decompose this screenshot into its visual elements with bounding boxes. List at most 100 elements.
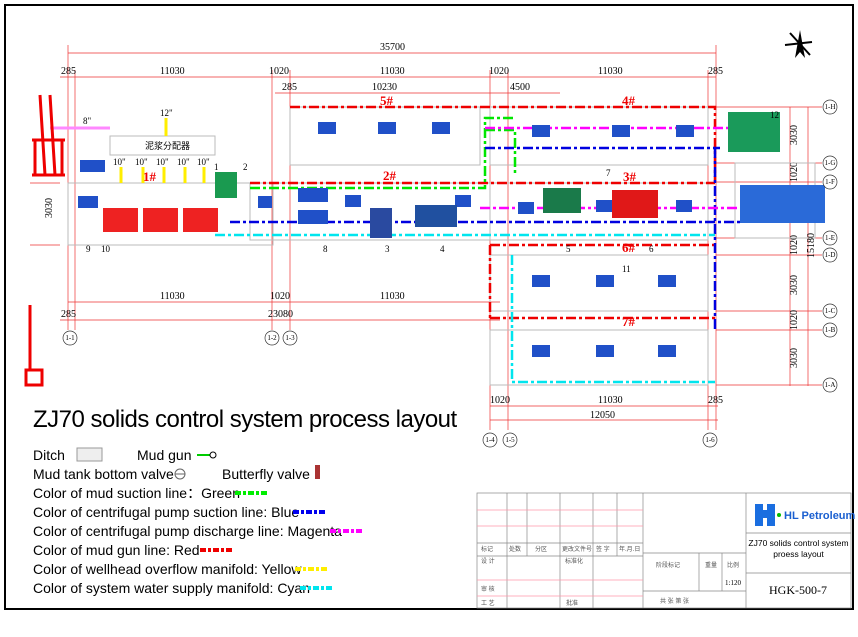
drawing-frame [4,4,854,610]
butterfly-valve-icon [315,465,320,479]
dim-right: 3030 1020 1020 3030 1020 3030 15180 [789,125,817,368]
tank-label-7: 7# [622,314,636,329]
centrifuge-icon [612,190,658,218]
svg-text:10": 10" [197,157,210,167]
svg-text:4: 4 [440,244,445,254]
svg-text:年.月.日: 年.月.日 [619,545,640,553]
axis-marker-labels: 1-1 1-2 1-3 1-4 1-5 1-6 1-H 1-G 1-F 1-E … [65,103,835,444]
dim-bottom: 11030 [380,291,405,302]
bottom-valve-icon [174,468,186,480]
drawing-title: ZJ70 solids control system process layou… [33,406,458,433]
axis-markers [62,99,838,448]
drawing-subtitle: ZJ70 solids control system proess layout [748,538,849,559]
dim-bottom: 23080 [268,309,293,320]
svg-text:1-D: 1-D [825,251,836,259]
svg-text:1020: 1020 [789,235,800,255]
svg-text:更改文件号: 更改文件号 [562,545,592,553]
wellhead-overflow-lines [119,118,206,183]
svg-text:Color of wellhead overflow man: Color of wellhead overflow manifold: Yel… [33,561,302,577]
svg-text:重量: 重量 [705,561,717,569]
dim-top: 1020 [489,66,509,77]
svg-text:1020: 1020 [789,162,800,182]
svg-text:1: 1 [214,162,219,172]
equipment-numbers: 1 2 3 4 5 6 7 8 9 10 11 12 [86,110,779,274]
svg-text:1-4: 1-4 [485,436,495,444]
svg-text:Butterfly valve: Butterfly valve [222,466,310,482]
distributor-label: 泥浆分配器 [145,140,190,151]
dim-bottom-right: 1020 [490,395,510,406]
svg-text:1-2: 1-2 [267,334,277,342]
title-block-headers: 标记 处数 分区 更改文件号 签 字 年.月.日 设 计 标准化 阶段标记 重量… [481,545,739,607]
dim-top: 11030 [160,66,185,77]
title-block [476,492,852,609]
centrifuge-icon [543,188,581,213]
svg-text:标记: 标记 [481,545,493,553]
svg-text:9: 9 [86,244,91,254]
svg-text:1-C: 1-C [825,307,836,315]
svg-text:1-F: 1-F [825,178,835,186]
dim-bottom: 1020 [270,291,290,302]
company-name: HL Petroleum [784,510,856,522]
dim-top: 285 [708,66,723,77]
svg-text:10": 10" [177,157,190,167]
svg-text:3030: 3030 [789,275,800,295]
svg-text:签 字: 签 字 [596,545,610,553]
desander-icon [370,208,392,238]
dim-top: 1020 [269,66,289,77]
svg-text:分区: 分区 [535,545,547,553]
svg-text:Color of centrifugal pump disc: Color of centrifugal pump discharge line… [33,523,342,539]
svg-text:1-1: 1-1 [65,334,75,342]
mixing-hopper-icon [728,112,780,152]
tank-label-5: 5# [380,93,394,108]
pipe-size-labels: 12" 8" 10" 10" 10" 10" 10" [83,108,210,167]
tank-label-3: 3# [623,169,637,184]
dim-bottom-right: 11030 [598,395,623,406]
mixing-pump-skid-icon [740,185,825,223]
svg-text:Ditch: Ditch [33,447,65,463]
svg-text:6: 6 [649,244,654,254]
mud-gun-icon [197,451,217,459]
svg-text:10: 10 [101,244,111,254]
dim-top: 285 [61,66,76,77]
dim-bottom: 285 [61,309,76,320]
svg-text:11: 11 [622,264,631,274]
svg-text:处数: 处数 [509,545,521,553]
svg-text:1-B: 1-B [825,326,836,334]
tank-label-2: 2# [383,168,397,183]
dim-bottom: 11030 [160,291,185,302]
dim-top: 11030 [598,66,623,77]
scale-value: 1:120 [725,579,741,587]
flare-stack-icon [24,305,44,387]
svg-text:12": 12" [160,108,173,118]
drawing-number: HGK-500-7 [769,583,827,597]
svg-text:3030: 3030 [789,348,800,368]
svg-text:15180: 15180 [806,233,817,258]
svg-text:Color of mud suction line：Gree: Color of mud suction line：Green [33,485,240,501]
shale-shaker-icon [103,208,218,232]
svg-text:1-3: 1-3 [285,334,295,342]
dimension-lines [30,45,822,430]
degasser-icon [215,172,237,198]
derrick-icon [32,94,65,177]
svg-text:1-E: 1-E [825,234,835,242]
svg-text:2: 2 [243,162,248,172]
svg-text:Color of mud gun line: Red: Color of mud gun line: Red [33,542,200,558]
svg-text:审 核: 审 核 [481,585,495,593]
svg-text:Color of system water supply m: Color of system water supply manifold: C… [33,580,310,596]
dim-bottom-right: 12050 [590,410,615,421]
svg-text:工 艺: 工 艺 [481,599,495,607]
svg-text:12: 12 [770,110,779,120]
tank-label-1: 1# [143,169,157,184]
svg-text:阶段标记: 阶段标记 [656,561,680,569]
dim-second: 285 [282,82,297,93]
svg-text:3030: 3030 [789,125,800,145]
svg-text:1-5: 1-5 [505,436,515,444]
north-arrow-icon [784,30,813,58]
svg-text:8": 8" [83,116,92,126]
svg-text:Mud gun: Mud gun [137,447,191,463]
dim-left: 3030 [44,198,55,218]
svg-text:比例: 比例 [727,561,739,569]
svg-text:1-A: 1-A [825,381,836,389]
svg-text:10": 10" [113,157,126,167]
